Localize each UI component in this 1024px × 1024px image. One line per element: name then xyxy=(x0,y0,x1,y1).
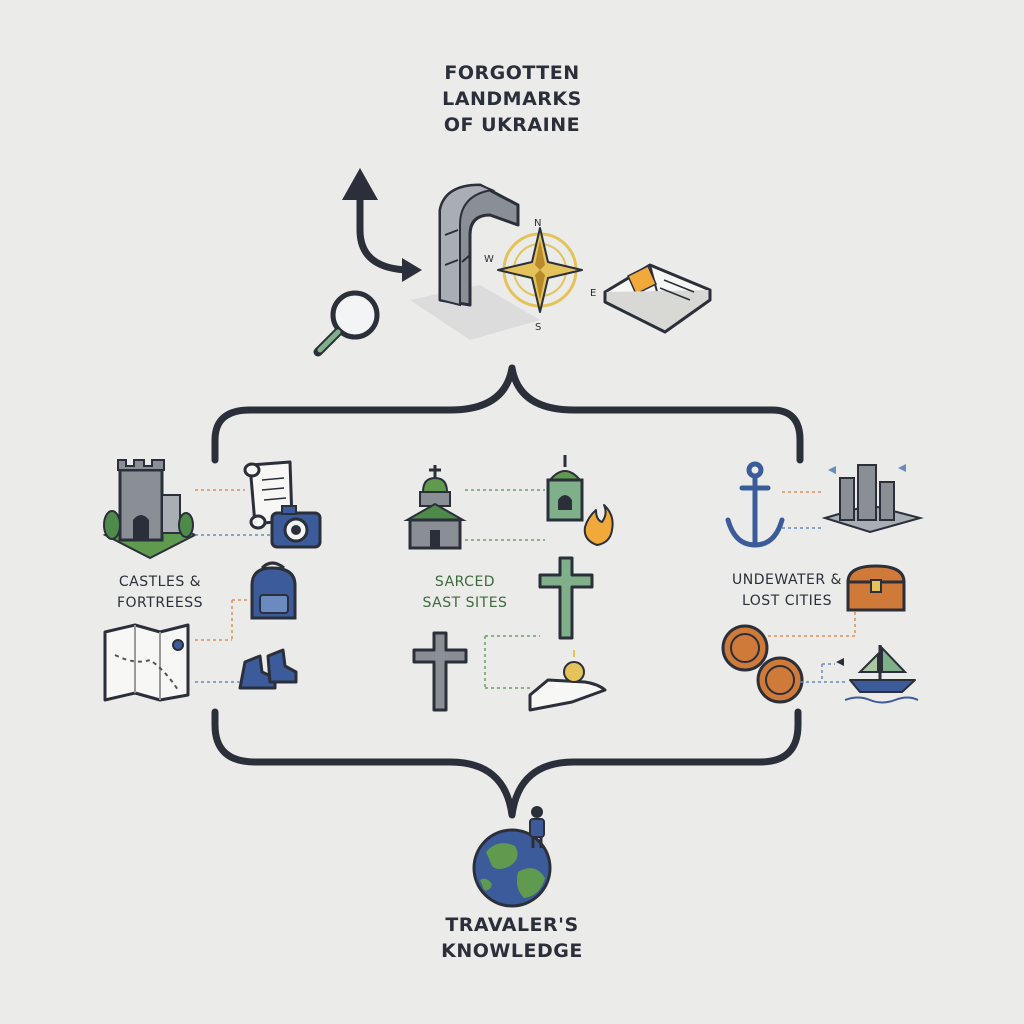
category-underwater-label: UNDEWATER & LOST CITIES xyxy=(712,570,862,612)
sacred-line-1: SARCED xyxy=(434,574,496,590)
church-dome-icon xyxy=(403,465,467,550)
castle-tower-icon xyxy=(102,459,198,560)
footer-line-2: KNOWLEDGE xyxy=(441,940,583,962)
underwater-line-1: UNDEWATER & xyxy=(732,572,842,588)
castles-line-2: FORTREESS xyxy=(116,595,204,611)
left-connectors xyxy=(195,489,270,683)
arrow-head-right xyxy=(402,258,422,282)
category-sacred-label: SARCED SAST SITES xyxy=(395,572,535,614)
flame-icon xyxy=(583,504,614,546)
right-connectors xyxy=(768,491,856,683)
sailing-ship-icon xyxy=(836,645,919,704)
title-line-3: OF UKRAINE xyxy=(443,114,581,136)
compass-n: N xyxy=(534,218,541,229)
sacred-line-2: SAST SITES xyxy=(422,595,508,611)
compass-e: E xyxy=(590,288,596,299)
compass-w: W xyxy=(484,254,494,265)
camera-icon xyxy=(270,505,322,549)
middle-connectors xyxy=(465,489,545,689)
backpack-icon xyxy=(250,561,297,620)
castles-line-1: CASTLES & xyxy=(118,574,202,590)
arrow-head-up xyxy=(342,168,378,200)
underwater-line-2: LOST CITIES xyxy=(741,593,833,609)
diagram-title: FORGOTTEN LANDMARKS OF UKRAINE xyxy=(412,60,612,138)
orthodox-cross-left xyxy=(412,631,468,712)
anchor-icon xyxy=(725,461,785,548)
curved-arrow-icon xyxy=(356,191,416,274)
footer-label: TRAVALER'S KNOWLEDGE xyxy=(412,912,612,964)
bell-tower-icon xyxy=(546,455,584,522)
offering-hand-icon xyxy=(528,650,607,712)
traveler-person-icon xyxy=(529,806,545,848)
category-castles-label: CASTLES & FORTREESS xyxy=(95,572,225,614)
title-line-1: FORGOTTEN xyxy=(444,62,580,84)
stone-arch-icon xyxy=(410,183,540,340)
boots-icon xyxy=(238,648,298,690)
map-pin-icon xyxy=(103,623,190,702)
coins-icon xyxy=(721,624,804,704)
orthodox-cross-right xyxy=(538,556,594,640)
open-book-icon xyxy=(603,263,712,334)
compass-s: S xyxy=(535,322,541,333)
compass-icon: N S E W xyxy=(484,218,596,333)
title-line-2: LANDMARKS xyxy=(442,88,582,110)
sunken-ruins-icon xyxy=(821,464,924,534)
bottom-brace xyxy=(211,708,802,819)
magnifier-icon xyxy=(313,290,380,357)
treasure-chest-icon xyxy=(846,564,906,612)
top-brace xyxy=(211,364,804,464)
footer-line-1: TRAVALER'S xyxy=(445,914,579,936)
globe-icon xyxy=(472,828,552,908)
